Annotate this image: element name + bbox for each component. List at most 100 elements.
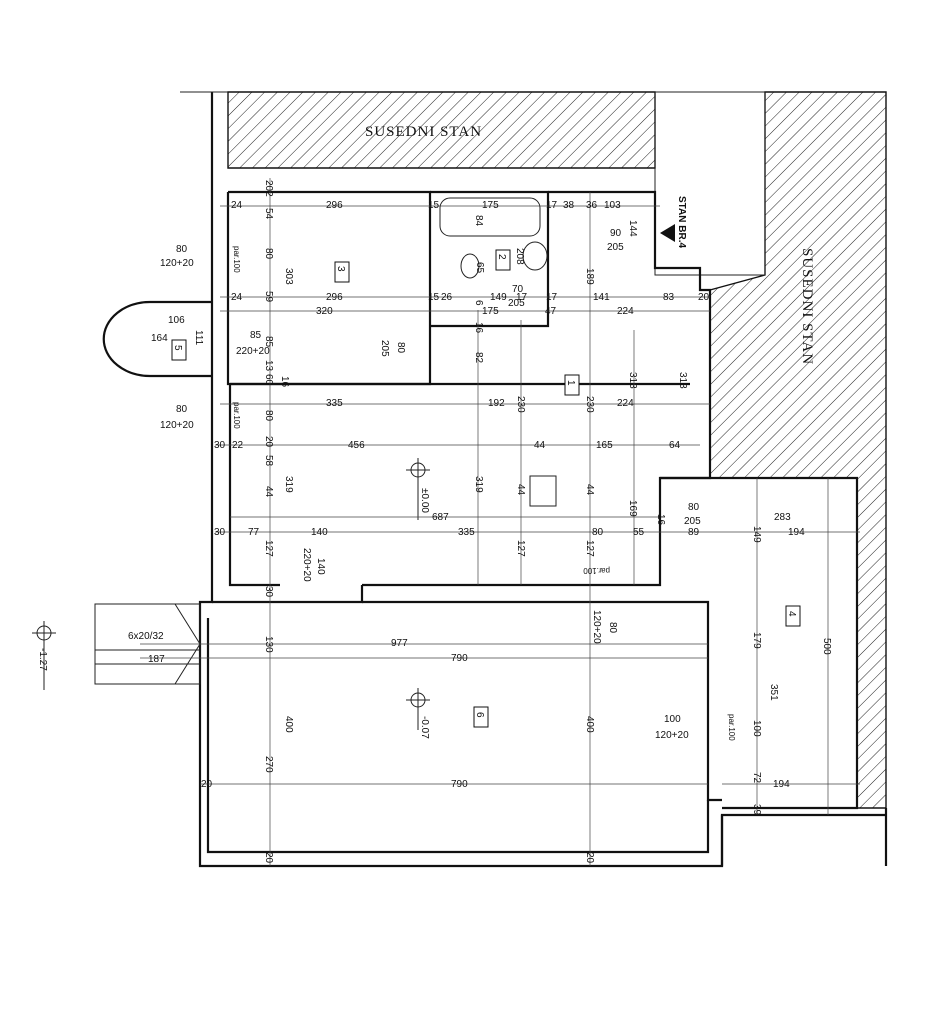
- dim: 83: [663, 292, 675, 303]
- dim: 55: [633, 527, 645, 538]
- bathroom-fixtures: [439, 197, 548, 279]
- dim: 149: [490, 292, 507, 303]
- level-markers: [32, 224, 675, 730]
- opening-door-r5-b: 220+20: [236, 346, 270, 357]
- dim: 100: [751, 720, 762, 737]
- level-main: ±0.00: [419, 488, 430, 513]
- dim: 58: [263, 455, 274, 467]
- dim: 15: [428, 200, 440, 211]
- dim: 296: [326, 292, 343, 303]
- dim: 296: [326, 200, 343, 211]
- opening-w-terrace-b: 120+20: [591, 610, 602, 644]
- dim: 335: [326, 398, 343, 409]
- dim: 15: [428, 292, 440, 303]
- opening-door-r3-b: 205: [379, 340, 390, 357]
- dim: 80: [592, 527, 604, 538]
- dim: 39: [751, 804, 762, 816]
- opening-door-main-a: 140: [315, 558, 326, 575]
- dim: 175: [482, 306, 499, 317]
- dim: 192: [488, 398, 505, 409]
- level-marker-main: [406, 458, 430, 520]
- neighbor-right-label: SUSEDNI STAN: [799, 248, 815, 365]
- opening-w-r4-b: 120+20: [655, 730, 689, 741]
- dim: 500: [821, 638, 832, 655]
- dim: 194: [788, 527, 805, 538]
- dim: 790: [451, 779, 468, 790]
- level-outside: -1.27: [37, 648, 48, 671]
- dim: 24: [231, 200, 243, 211]
- dim: 111: [193, 330, 204, 346]
- dim: 127: [584, 540, 595, 557]
- opening-door-stan-a: 90: [610, 228, 622, 239]
- dim: 17: [546, 200, 558, 211]
- stairs-width: 187: [148, 654, 165, 665]
- dim: 17: [546, 292, 558, 303]
- dim: 44: [584, 484, 595, 496]
- dim: 320: [316, 306, 333, 317]
- bathtub: [439, 197, 541, 237]
- dim: 89: [688, 527, 700, 538]
- dim: 175: [482, 200, 499, 211]
- column: [529, 475, 557, 507]
- dim: 80: [263, 248, 274, 260]
- dim: 977: [391, 638, 408, 649]
- opening-door-r3-a: 80: [395, 342, 406, 354]
- level-terrace: -0.07: [419, 716, 430, 739]
- dim: 38: [563, 200, 575, 211]
- dim: 313: [627, 372, 638, 389]
- dim: 224: [617, 306, 634, 317]
- dim: 149: [751, 526, 762, 543]
- dim: 141: [593, 292, 610, 303]
- room-label-2: 2: [496, 254, 507, 260]
- stan-br4-box: [654, 91, 766, 276]
- dim: 24: [231, 292, 243, 303]
- dim: 106: [168, 315, 185, 326]
- dim: 72: [751, 772, 762, 784]
- dim: 26: [441, 292, 453, 303]
- dim: 85: [263, 336, 274, 348]
- dim: 16: [473, 322, 484, 334]
- dim: 230: [584, 396, 595, 413]
- opening-w-terrace-a: 80: [607, 622, 618, 634]
- dim: 351: [768, 684, 779, 701]
- opening-door-bath-a: 70: [512, 284, 524, 295]
- room-label-3: 3: [335, 266, 346, 272]
- opening-w-mid-left-b: 120+20: [160, 420, 194, 431]
- dim: 77: [248, 527, 260, 538]
- par-label-1: par.100: [232, 246, 241, 273]
- room-label-4: 4: [786, 611, 797, 617]
- dim: 44: [515, 484, 526, 496]
- dim: 30: [214, 527, 226, 538]
- par-label-4: par.100: [727, 714, 736, 741]
- dim: 169: [627, 500, 638, 517]
- dim: 54: [263, 208, 274, 220]
- dim: 224: [617, 398, 634, 409]
- dim: 20: [698, 292, 710, 303]
- neighbor-areas: [227, 91, 887, 809]
- stan-br4-label: STAN BR.4: [676, 196, 687, 248]
- dim: 456: [348, 440, 365, 451]
- par-label-3: par.100: [583, 566, 610, 575]
- neighbor-right-hatch: [709, 91, 887, 809]
- dim: 270: [263, 756, 274, 773]
- opening-door-stan-b: 205: [607, 242, 624, 253]
- dim: 47: [545, 306, 557, 317]
- dim: 80: [263, 410, 274, 422]
- opening-w-r4-a: 100: [664, 714, 681, 725]
- level-marker-terrace: [406, 688, 430, 730]
- dim: 208: [514, 248, 525, 265]
- dim: 44: [534, 440, 546, 451]
- dim: 202: [263, 180, 274, 197]
- dim: 65: [474, 262, 485, 274]
- dim: 6: [473, 300, 484, 306]
- dim: 82: [473, 352, 484, 364]
- dim: 127: [263, 540, 274, 557]
- dim: 194: [773, 779, 790, 790]
- dim: 84: [473, 215, 484, 227]
- dim: 16: [279, 376, 290, 388]
- dim: 127: [515, 540, 526, 557]
- dim: 17: [516, 292, 528, 303]
- dim: 313: [677, 372, 688, 389]
- dim: 303: [283, 268, 294, 285]
